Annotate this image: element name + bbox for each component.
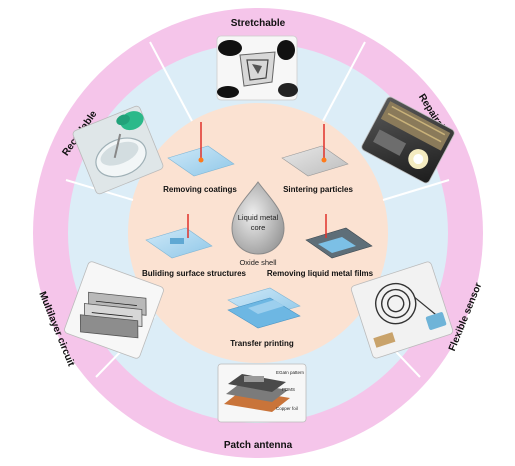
- callout-copper-foil: Copper foil: [276, 406, 298, 411]
- photo-patch-antenna: EGaIn pattern PDMS Copper foil: [217, 363, 307, 423]
- photo-flexible-sensor: [350, 261, 454, 359]
- label-removing-coatings: Removing coatings: [163, 185, 237, 194]
- method-transfer-printing: Transfer printing: [227, 287, 301, 348]
- photo-multilayer-circuit: [64, 261, 164, 359]
- photo-stretchable: [216, 35, 298, 101]
- core-label-line1: Liquid metal: [238, 213, 279, 222]
- method-removing-liquid-metal-films: Removing liquid metal films: [267, 214, 374, 278]
- photo-recyclable: [72, 105, 164, 195]
- label-sintering-particles: Sintering particles: [283, 185, 353, 194]
- method-sintering-particles: Sintering particles: [281, 124, 353, 194]
- photo-repairable: [361, 96, 455, 184]
- method-building-surface-structures: Buliding surface structures: [142, 214, 247, 278]
- core-label-line2: core: [251, 223, 266, 232]
- label-transfer-printing: Transfer printing: [230, 339, 294, 348]
- callout-pdms: PDMS: [282, 387, 295, 392]
- oxide-shell-label: Oxide shell: [239, 258, 276, 267]
- liquid-metal-droplet: Liquid metal core Oxide shell: [231, 181, 285, 267]
- callout-egain-pattern: EGaIn pattern: [276, 370, 305, 375]
- label-patch-antenna: Patch antenna: [224, 440, 293, 451]
- method-removing-coatings: Removing coatings: [163, 122, 237, 194]
- label-stretchable: Stretchable: [231, 18, 286, 29]
- label-removing-liquid-metal-films: Removing liquid metal films: [267, 269, 374, 278]
- label-building-surface-structures: Buliding surface structures: [142, 269, 247, 278]
